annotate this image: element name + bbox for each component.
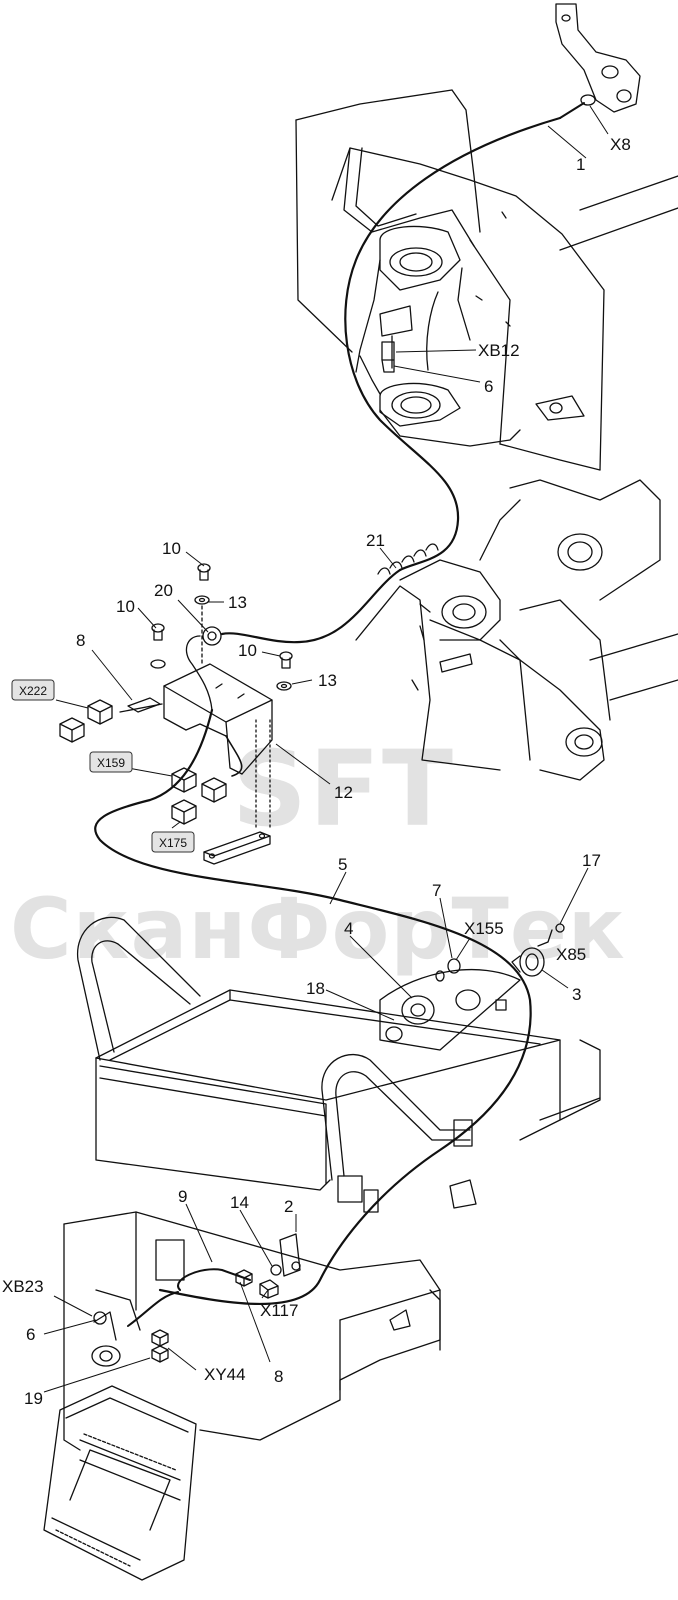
sensor-x155 <box>435 958 461 982</box>
bolt-10a <box>197 563 211 581</box>
label-xb23: XB23 <box>2 1277 44 1296</box>
label-xy44: XY44 <box>204 1365 246 1384</box>
bolt-10b <box>151 623 165 641</box>
label-x222: X222 <box>19 684 47 698</box>
label-10c: 10 <box>238 641 257 660</box>
label-7: 7 <box>432 881 441 900</box>
label-x85: X85 <box>556 945 586 964</box>
sensor-x8 <box>559 94 596 119</box>
watermark-logo: SFT <box>232 728 455 850</box>
label-9: 9 <box>178 1187 187 1206</box>
leader-lines <box>43 105 609 1393</box>
label-17: 17 <box>582 851 601 870</box>
label-5: 5 <box>338 855 347 874</box>
washer-13a <box>194 595 210 605</box>
relay-lower-a <box>235 1269 253 1287</box>
mounting-plate-12 <box>203 831 271 865</box>
relay-x159 <box>171 767 197 793</box>
label-x159: X159 <box>97 756 125 770</box>
label-x175: X175 <box>159 836 187 850</box>
label-6-bottom: 6 <box>26 1325 35 1344</box>
label-x155: X155 <box>464 919 504 938</box>
label-19: 19 <box>24 1389 43 1408</box>
upper-frame <box>295 89 678 471</box>
terminal-2 <box>279 1233 301 1277</box>
cable-clips-21 <box>377 543 439 575</box>
handrail-right <box>321 1053 473 1213</box>
label-8-bottom: 8 <box>274 1367 283 1386</box>
label-13a: 13 <box>228 593 247 612</box>
cover-3 <box>511 947 545 977</box>
relay-bracket <box>127 663 273 775</box>
label-x117: X117 <box>260 1301 298 1320</box>
relay-x117 <box>259 1279 279 1299</box>
harness-5 <box>94 708 532 1305</box>
washer-b <box>150 659 166 669</box>
relay-x222 <box>87 699 113 725</box>
relay-xy44 <box>151 1329 169 1347</box>
clip <box>495 999 507 1011</box>
label-10b: 10 <box>116 597 135 616</box>
tag-x159: X159 <box>89 751 133 773</box>
harness-9 <box>177 1268 251 1291</box>
label-6-top: 6 <box>484 377 493 396</box>
battery-disconnect-4 <box>379 969 521 1051</box>
label-xb12: XB12 <box>478 341 520 360</box>
relay-x175 <box>171 799 197 825</box>
label-10a: 10 <box>162 539 181 558</box>
tag-x222: X222 <box>11 679 55 701</box>
grommet-20 <box>185 626 222 711</box>
label-18: 18 <box>306 979 325 998</box>
tag-x175: X175 <box>151 831 195 853</box>
label-12: 12 <box>334 783 353 802</box>
handrail-left <box>77 916 201 1061</box>
battery-box <box>95 989 601 1191</box>
watermark-text: СканФорТек <box>10 880 626 978</box>
mounting-bracket <box>555 3 641 113</box>
harness-9b <box>127 1291 179 1327</box>
label-21: 21 <box>366 531 385 550</box>
harness-link <box>225 735 243 777</box>
lower-frame <box>63 1179 477 1451</box>
relay-extra <box>59 717 85 743</box>
middle-frame <box>355 479 678 781</box>
washer-13b <box>276 681 292 691</box>
harness-20 <box>220 568 402 644</box>
guide-lines <box>255 719 271 831</box>
relay-lower-b <box>151 1345 169 1363</box>
label-20: 20 <box>154 581 173 600</box>
label-2: 2 <box>284 1197 293 1216</box>
terminal-8-top <box>119 703 163 713</box>
label-1: 1 <box>576 155 585 174</box>
bolt-17 <box>537 923 565 947</box>
label-3: 3 <box>572 985 581 1004</box>
label-14: 14 <box>230 1193 249 1212</box>
label-4: 4 <box>344 919 353 938</box>
label-13b: 13 <box>318 671 337 690</box>
harness-1 <box>344 116 562 572</box>
label-x8: X8 <box>610 135 631 154</box>
label-8-top: 8 <box>76 631 85 650</box>
access-step <box>43 1311 197 1581</box>
relay-x159b <box>201 777 227 803</box>
sensor-xb23 <box>93 1311 107 1325</box>
nut-14 <box>270 1264 282 1276</box>
bolt-10c <box>279 651 293 669</box>
